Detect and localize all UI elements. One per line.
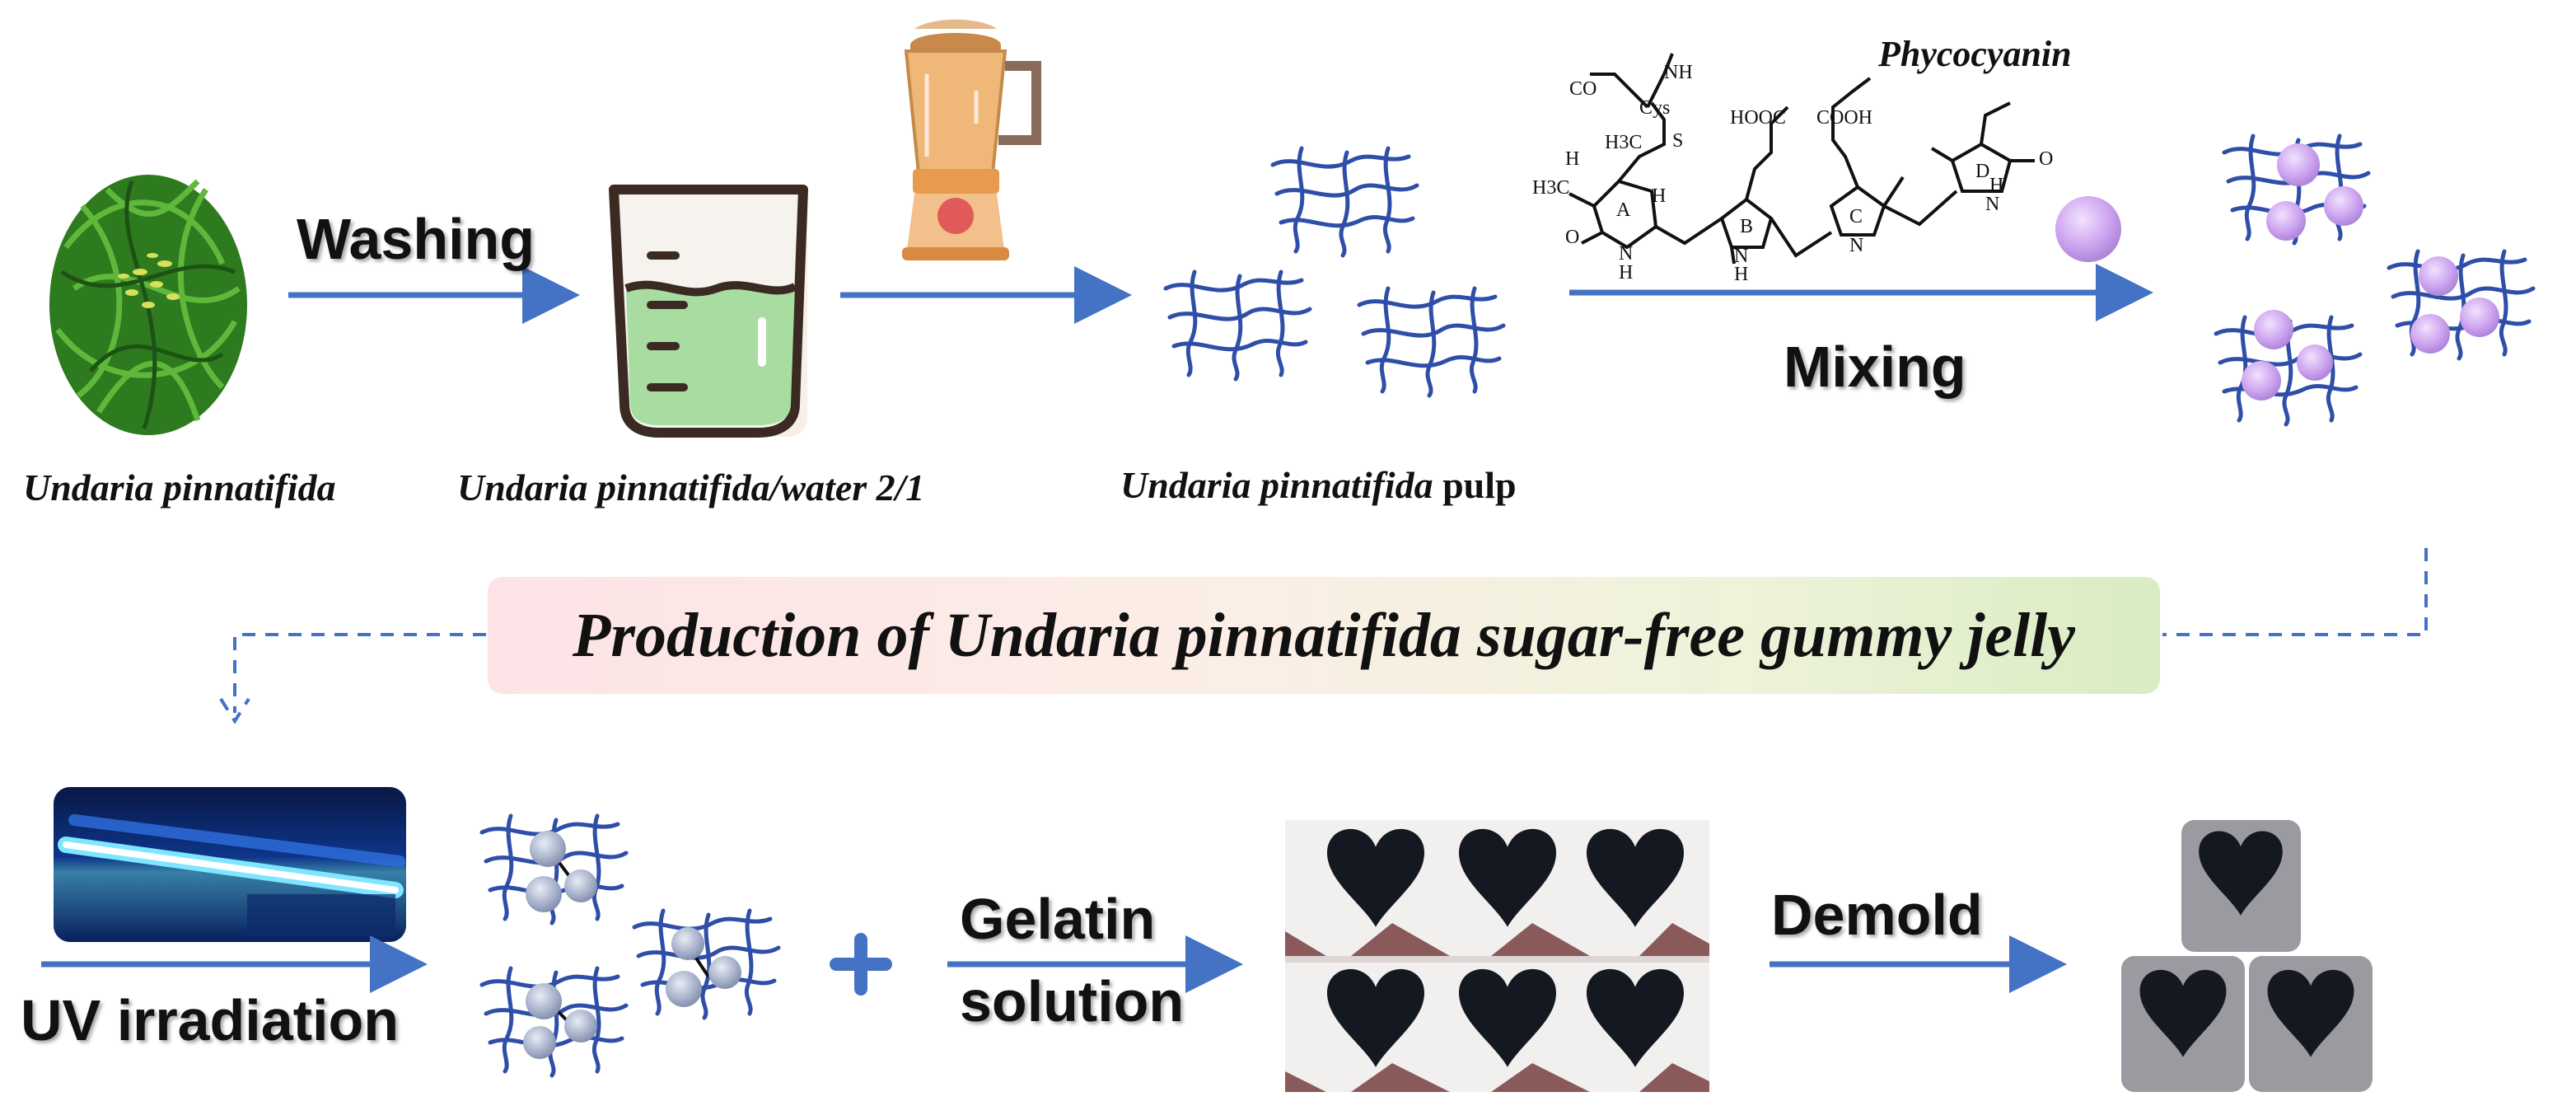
atom-cooh: COOH [1816, 107, 1873, 129]
mixing-label: Mixing [1784, 335, 1966, 399]
atom-co: CO [1569, 78, 1597, 100]
beaker-icon [609, 185, 808, 438]
pulp-label: Undaria pinnatifida pulp [1120, 463, 1517, 507]
atom-h3c-a: H3C [1605, 132, 1643, 153]
atom-h-b: H [1734, 264, 1749, 285]
ring-c: C [1849, 206, 1863, 227]
phycocyanin-particle [2055, 196, 2121, 262]
atom-h-d: H [1989, 175, 2004, 196]
gummy-jelly-image [2121, 820, 2373, 1092]
washing-label: Washing [297, 207, 535, 271]
phycocyanin-label: Phycocyanin [1878, 34, 2072, 74]
atom-s: S [1672, 130, 1684, 152]
production-banner-text: Production of Undaria pinnatifida sugar-… [572, 600, 2076, 670]
pulp-label-plain: pulp [1442, 464, 1517, 506]
atom-n-b: N [1734, 246, 1749, 267]
atom-h-a: H [1619, 262, 1634, 284]
demold-label: Demold [1771, 883, 1983, 947]
atom-o-left: O [1565, 227, 1580, 248]
gelatin-label-line2: solution [960, 969, 1185, 1033]
atom-n-a: N [1619, 243, 1634, 265]
irradiated-fibers [482, 816, 778, 1075]
pulp-label-italic: Undaria pinnatifida [1120, 464, 1433, 506]
heart-mold-image [1285, 820, 1709, 1092]
gelatin-label-line1: Gelatin [960, 887, 1156, 951]
atom-n-d: N [1985, 194, 2000, 215]
atom-h-1: H [1565, 148, 1580, 170]
atom-h-2: H [1652, 185, 1667, 207]
atom-n-c: N [1849, 235, 1864, 256]
blender-icon [902, 19, 1041, 260]
production-banner: Production of Undaria pinnatifida sugar-… [488, 577, 2160, 694]
atom-hooc: HOOC [1730, 107, 1787, 129]
pulp-fibers [1166, 148, 1503, 396]
atom-nh: NH [1664, 62, 1693, 83]
mixed-fibers [2216, 136, 2533, 424]
atom-o-right: O [2039, 148, 2054, 170]
phycocyanin-structure [1569, 53, 2035, 265]
dashed-connector [219, 548, 2428, 724]
atom-cys: Cys [1639, 97, 1671, 119]
mixture-label: Undaria pinnatifida/water 2/1 [457, 466, 925, 508]
atom-h3c-b: H3C [1532, 177, 1570, 199]
ring-d: D [1975, 161, 1990, 182]
ring-a: A [1616, 199, 1631, 221]
uv-lamp-image [54, 787, 406, 942]
plus-icon [830, 933, 892, 996]
seaweed-illustration [49, 175, 247, 435]
undaria-label: Undaria pinnatifida [23, 466, 336, 508]
uv-irradiation-label: UV irradiation [21, 988, 399, 1052]
ring-b: B [1740, 216, 1754, 237]
